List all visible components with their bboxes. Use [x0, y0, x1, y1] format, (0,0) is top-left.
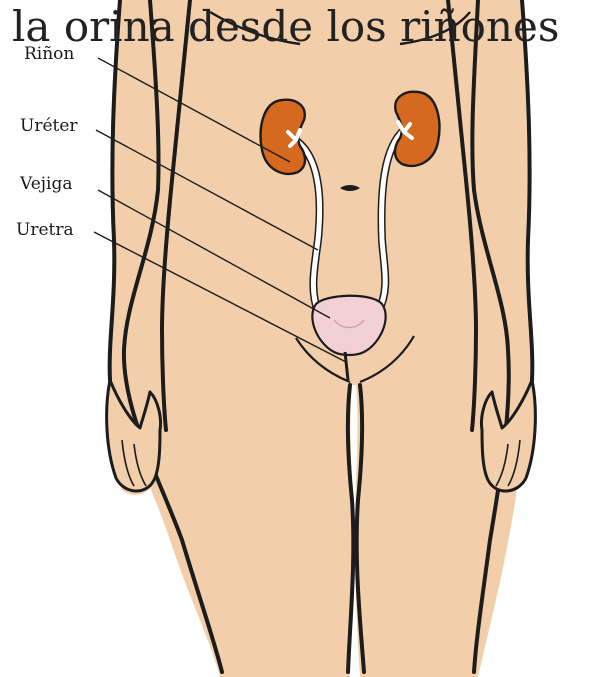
label-ureter: Uréter [20, 118, 78, 135]
label-bladder: Vejiga [20, 176, 73, 193]
label-kidney: Riñon [24, 46, 74, 63]
label-urethra: Uretra [16, 222, 74, 239]
diagram-title: la orina desde los riñones [12, 6, 559, 48]
